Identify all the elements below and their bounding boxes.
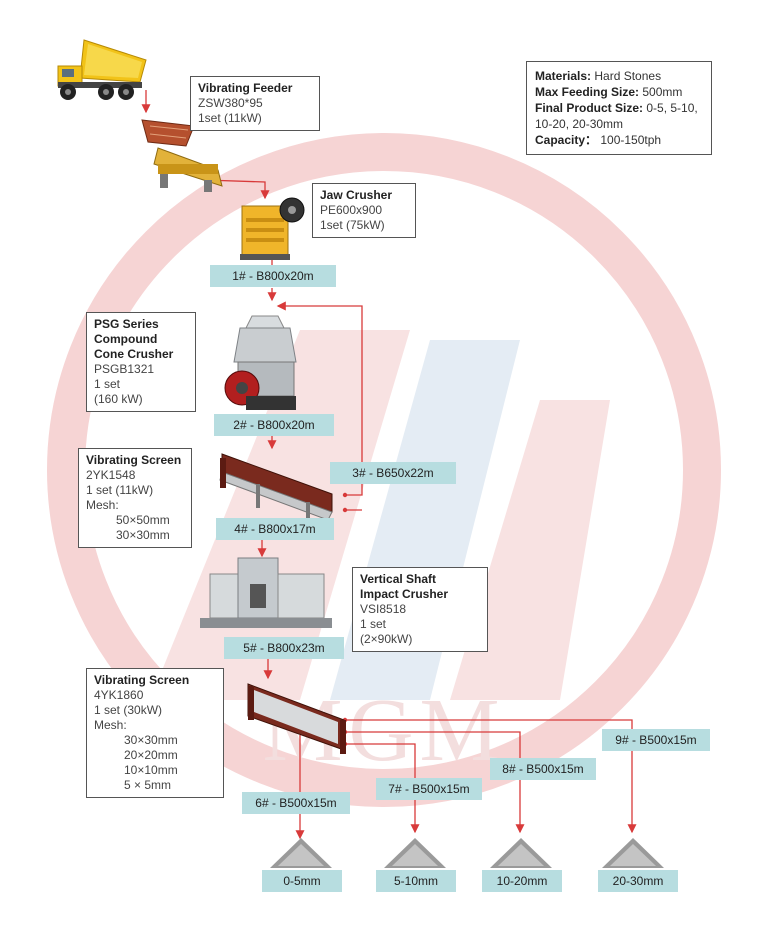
screen2-mesh-3: 10×10mm bbox=[124, 763, 178, 777]
spec-max-feeding: Max Feeding Size: 500mm bbox=[535, 85, 683, 99]
cone-power: (160 kW) bbox=[94, 392, 143, 406]
vsi-qty: 1 set bbox=[360, 617, 387, 631]
feeder-qty: 1set (11kW) bbox=[198, 111, 262, 125]
vsi-info-box: Vertical Shaft Impact Crusher VSI8518 1 … bbox=[352, 567, 488, 652]
spec-materials: Materials: Hard Stones bbox=[535, 69, 662, 83]
belt-5-label: 5# - B800x23m bbox=[224, 637, 344, 659]
cone-title-1: PSG Series bbox=[94, 317, 159, 331]
screen1-mesh-2: 30×30mm bbox=[116, 528, 170, 542]
vibrating-screen-2-image bbox=[247, 683, 346, 754]
feeder-info-box: Vibrating Feeder ZSW380*95 1set (11kW) bbox=[190, 76, 320, 131]
belt-7-label: 7# - B500x15m bbox=[376, 778, 482, 800]
spec-box: Materials: Hard Stones Max Feeding Size:… bbox=[526, 61, 712, 155]
jaw-title: Jaw Crusher bbox=[320, 188, 393, 202]
screen1-title: Vibrating Screen bbox=[86, 453, 182, 467]
belt-9-label: 9# - B500x15m bbox=[602, 729, 710, 751]
vibrating-feeder-image bbox=[141, 119, 223, 192]
jaw-info-box: Jaw Crusher PE600x900 1set (75kW) bbox=[312, 183, 416, 238]
cone-crusher-image bbox=[224, 315, 297, 410]
screen1-mesh-1: 50×50mm bbox=[116, 513, 170, 527]
feeder-model: ZSW380*95 bbox=[198, 96, 263, 110]
belt-1-label: 1# - B800x20m bbox=[210, 265, 336, 287]
screen2-qty: 1 set (30kW) bbox=[94, 703, 163, 717]
stock-pile-5-10 bbox=[384, 838, 446, 868]
spec-capacity: Capacity： 100-150tph bbox=[535, 133, 662, 147]
screen1-mesh-label: Mesh: bbox=[86, 498, 119, 512]
screen1-model: 2YK1548 bbox=[86, 468, 136, 482]
screen1-qty: 1 set (11kW) bbox=[86, 483, 154, 497]
screen2-title: Vibrating Screen bbox=[94, 673, 190, 687]
vsi-title-1: Vertical Shaft bbox=[360, 572, 437, 586]
vsi-title-2: Impact Crusher bbox=[360, 587, 449, 601]
stock-pile-0-5 bbox=[270, 838, 332, 868]
belt-6-label: 6# - B500x15m bbox=[242, 792, 350, 814]
screen1-info-box: Vibrating Screen 2YK1548 1 set (11kW) Me… bbox=[78, 448, 192, 548]
belt-3-label: 3# - B650x22m bbox=[330, 462, 456, 484]
belt-2-label: 2# - B800x20m bbox=[214, 414, 334, 436]
cone-model: PSGB1321 bbox=[94, 362, 155, 376]
screen2-mesh-label: Mesh: bbox=[94, 718, 127, 732]
jaw-qty: 1set (75kW) bbox=[320, 218, 385, 232]
screen2-model: 4YK1860 bbox=[94, 688, 144, 702]
vsi-crusher-image bbox=[200, 557, 332, 628]
cone-qty: 1 set bbox=[94, 377, 121, 391]
spec-final-size: Final Product Size: 0-5, 5-10, 10-20, 20… bbox=[535, 101, 698, 131]
stock-pile-20-30 bbox=[602, 838, 664, 868]
vibrating-screen-1-image bbox=[219, 453, 333, 521]
cone-title-3: Cone Crusher bbox=[94, 347, 174, 361]
belt-8-label: 8# - B500x15m bbox=[490, 758, 596, 780]
jaw-model: PE600x900 bbox=[320, 203, 383, 217]
product-0-5: 0-5mm bbox=[262, 870, 342, 892]
vsi-power: (2×90kW) bbox=[360, 632, 413, 646]
screen2-mesh-2: 20×20mm bbox=[124, 748, 178, 762]
screen2-mesh-1: 30×30mm bbox=[124, 733, 178, 747]
belt-4-label: 4# - B800x17m bbox=[216, 518, 334, 540]
screen2-mesh-4: 5 × 5mm bbox=[124, 778, 172, 792]
screen2-info-box: Vibrating Screen 4YK1860 1 set (30kW) Me… bbox=[86, 668, 224, 798]
cone-info-box: PSG Series Compound Cone Crusher PSGB132… bbox=[86, 312, 196, 412]
vsi-model: VSI8518 bbox=[360, 602, 407, 616]
stock-pile-10-20 bbox=[490, 838, 552, 868]
product-10-20: 10-20mm bbox=[482, 870, 562, 892]
jaw-crusher-image bbox=[240, 197, 305, 260]
feeder-title: Vibrating Feeder bbox=[198, 81, 293, 95]
product-20-30: 20-30mm bbox=[598, 870, 678, 892]
cone-title-2: Compound bbox=[94, 332, 158, 346]
product-5-10: 5-10mm bbox=[376, 870, 456, 892]
dump-truck-image bbox=[57, 39, 147, 100]
